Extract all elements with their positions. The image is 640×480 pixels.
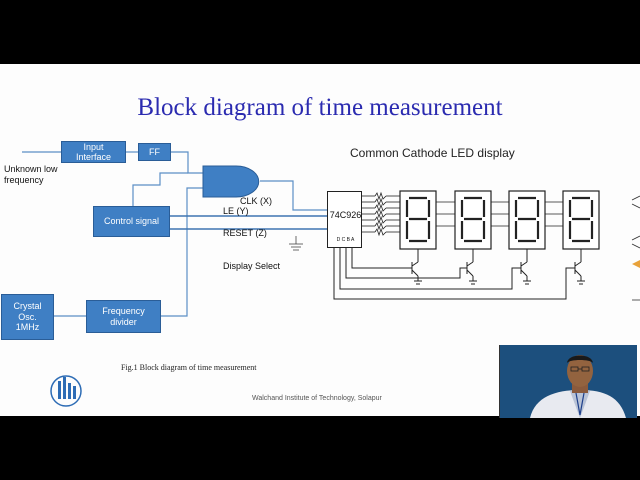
unknown-frequency-label: Unknown low frequency <box>4 164 58 185</box>
ff-block: FF <box>138 143 171 161</box>
college-logo-icon <box>50 375 82 407</box>
display-select-label: Display Select <box>223 261 281 271</box>
input-interface-block: Input Interface <box>61 141 126 163</box>
clk-label: CLK (X) <box>240 196 273 206</box>
reset-label: RESET (Z) <box>223 228 267 238</box>
and-gate <box>202 165 260 198</box>
led-display-group <box>399 190 600 250</box>
crystal-oscillator-block: Crystal Osc. 1MHz <box>1 294 54 340</box>
counter-chip: 74C926 D C B A <box>327 191 362 248</box>
chip-label: 74C926 <box>329 210 362 220</box>
le-label: LE (Y) <box>223 206 249 216</box>
webcam-presenter <box>499 345 637 418</box>
led-display-title: Common Cathode LED display <box>350 146 515 160</box>
slide-footer: Walchand Institute of Technology, Solapu… <box>252 395 382 402</box>
chip-pin-labels: D C B A <box>336 237 355 243</box>
slide-title: Block diagram of time measurement <box>137 94 503 121</box>
control-signal-block: Control signal <box>93 206 170 237</box>
presenter-figure <box>500 345 637 418</box>
frequency-divider-block: Frequency divider <box>86 300 161 333</box>
figure-caption: Fig.1 Block diagram of time measurement <box>121 363 257 372</box>
